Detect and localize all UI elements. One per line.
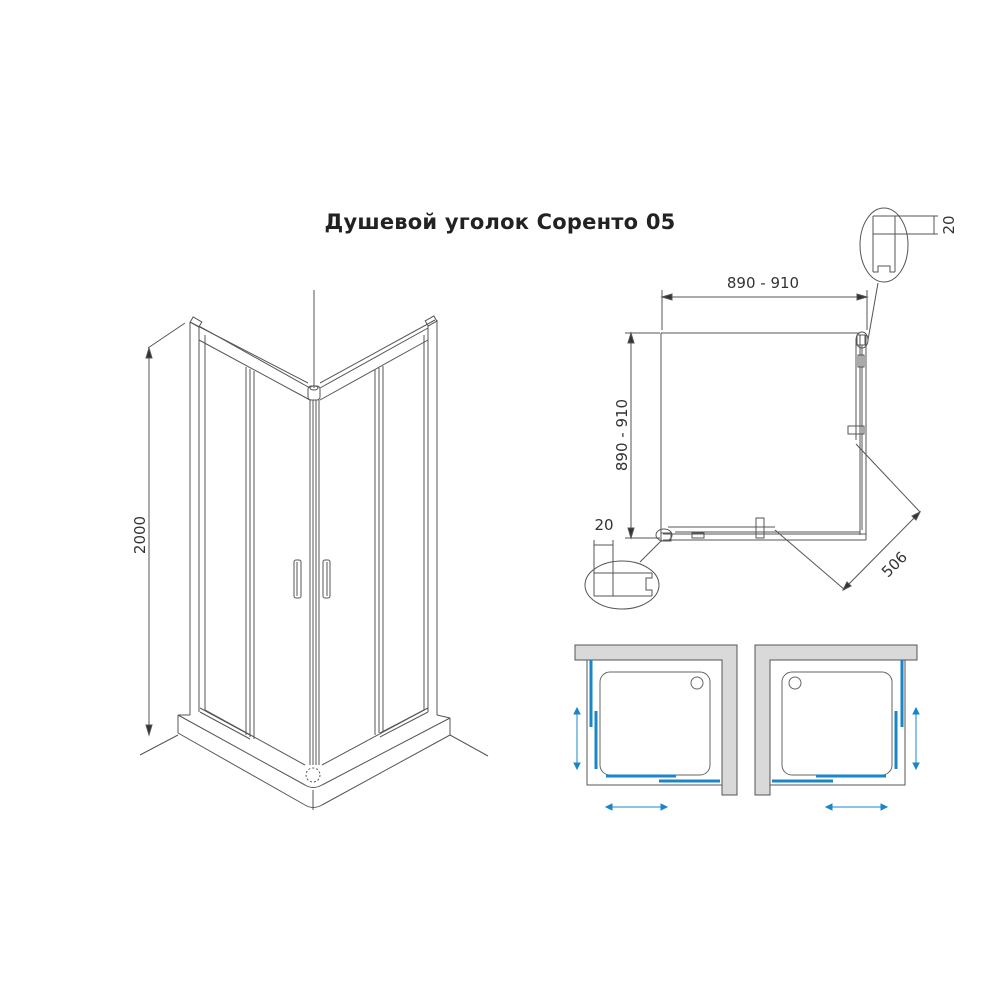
profile-left-label: 20 bbox=[594, 516, 613, 534]
installation-scheme-right bbox=[754, 644, 920, 811]
plan-view bbox=[584, 207, 938, 610]
plan-width-label: 890 - 910 bbox=[727, 274, 799, 292]
diagram-title: Душевой уголок Соренто 05 bbox=[324, 210, 676, 234]
profile-top-label: 20 bbox=[940, 215, 958, 234]
plan-depth-label: 890 - 910 bbox=[613, 399, 631, 471]
door-opening-label: 506 bbox=[878, 548, 911, 581]
installation-scheme-left bbox=[573, 644, 738, 811]
perspective-view bbox=[139, 290, 489, 810]
height-dimension-label: 2000 bbox=[131, 516, 149, 554]
